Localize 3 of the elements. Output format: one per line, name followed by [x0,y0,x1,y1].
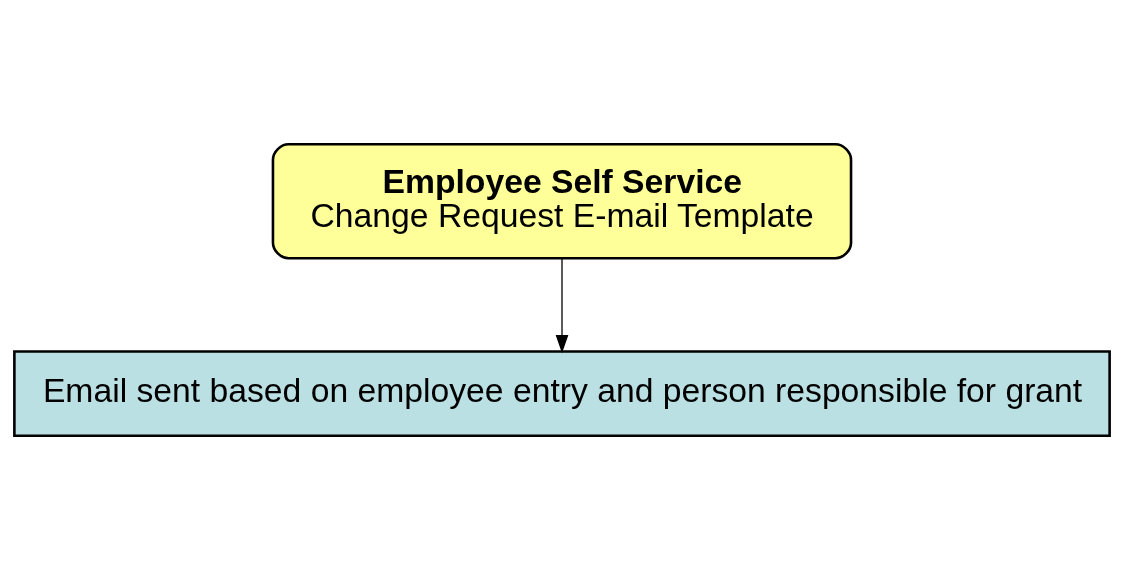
node-box: Email sent based on employee entry and person responsible for grant [13,350,1111,438]
arrow [555,257,569,354]
node-box: Employee Self Service Change Request E-mail Template [271,142,853,260]
